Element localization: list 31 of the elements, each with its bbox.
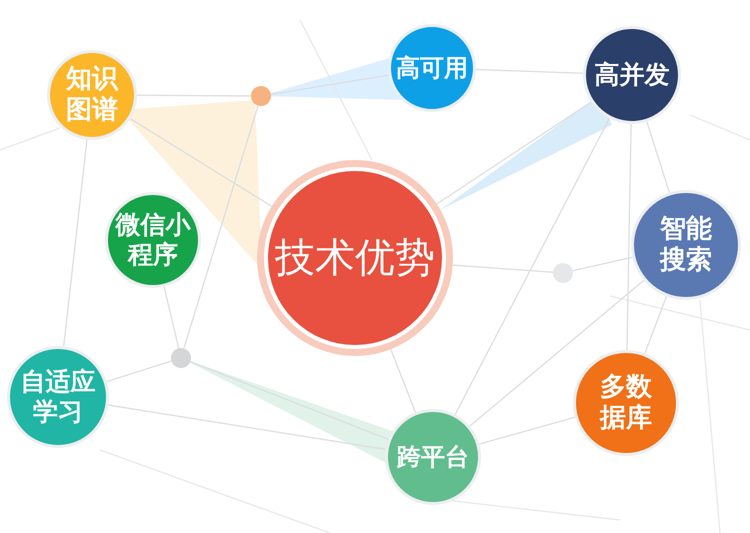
- connector-line: [190, 361, 389, 440]
- connector-line: [452, 264, 554, 273]
- connector-line: [644, 296, 668, 354]
- connector-line: [106, 360, 172, 382]
- connector-line: [137, 94, 251, 97]
- connector-line: [436, 101, 592, 205]
- connector-line: [183, 105, 259, 349]
- connector-line: [454, 118, 610, 415]
- center-circle: 技术优势: [257, 160, 453, 356]
- connector-line: [476, 68, 584, 74]
- connector-line: [130, 118, 272, 207]
- dot: [553, 263, 573, 283]
- connector-line: [390, 349, 416, 413]
- connector-line: [63, 140, 88, 346]
- connector-line: [108, 404, 386, 450]
- connector-line: [163, 286, 180, 348]
- topic-circle: 高并发: [583, 26, 681, 124]
- topic-circle: 高可用: [388, 24, 476, 112]
- connector-line: [646, 122, 670, 193]
- topic-circle: 知识图谱: [47, 50, 137, 140]
- dot: [171, 348, 191, 368]
- connector-line: [626, 124, 632, 350]
- topic-circle: 跨平台: [385, 409, 481, 505]
- connector-line: [572, 256, 633, 272]
- topic-circle: 多数据库: [573, 350, 679, 456]
- topic-circle: 微信小程序: [105, 192, 201, 288]
- topic-circle: 自适应学习: [7, 346, 109, 448]
- connector-line: [469, 280, 644, 427]
- connector-line: [270, 74, 389, 96]
- dot: [251, 86, 271, 106]
- topic-circle: 智能搜索: [631, 190, 741, 300]
